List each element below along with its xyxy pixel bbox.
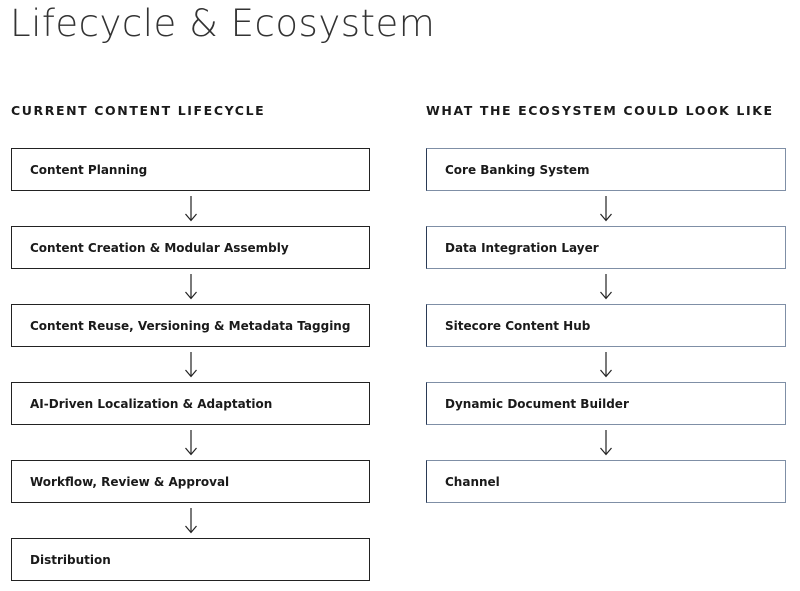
ecosystem-step-data-integration: Data Integration Layer (426, 226, 786, 269)
ecosystem-connector (426, 425, 786, 460)
lifecycle-connector (11, 191, 370, 226)
arrow-down-icon (184, 352, 197, 378)
ecosystem-step-dynamic-document-builder: Dynamic Document Builder (426, 382, 786, 425)
ecosystem-column: WHAT THE ECOSYSTEM COULD LOOK LIKE Core … (426, 102, 786, 503)
page-title: Lifecycle & Ecosystem (10, 2, 436, 45)
arrow-down-icon (184, 508, 197, 534)
arrow-down-icon (184, 430, 197, 456)
lifecycle-step-ai-localization: AI-Driven Localization & Adaptation (11, 382, 370, 425)
lifecycle-step-workflow-review: Workflow, Review & Approval (11, 460, 370, 503)
arrow-down-icon (600, 196, 612, 222)
ecosystem-connector (426, 347, 786, 382)
arrow-down-icon (184, 274, 197, 300)
lifecycle-heading: CURRENT CONTENT LIFECYCLE (11, 103, 266, 118)
lifecycle-step-content-reuse: Content Reuse, Versioning & Metadata Tag… (11, 304, 370, 347)
arrow-down-icon (184, 196, 197, 222)
lifecycle-flow: Content Planning Content Creation & Modu… (11, 148, 370, 581)
lifecycle-connector (11, 347, 370, 382)
lifecycle-step-content-planning: Content Planning (11, 148, 370, 191)
ecosystem-flow: Core Banking System Data Integration Lay… (426, 148, 786, 503)
ecosystem-step-sitecore-content-hub: Sitecore Content Hub (426, 304, 786, 347)
ecosystem-connector (426, 269, 786, 304)
ecosystem-step-channel: Channel (426, 460, 786, 503)
lifecycle-step-distribution: Distribution (11, 538, 370, 581)
lifecycle-connector (11, 425, 370, 460)
lifecycle-step-content-creation: Content Creation & Modular Assembly (11, 226, 370, 269)
lifecycle-connector (11, 503, 370, 538)
ecosystem-connector (426, 191, 786, 226)
arrow-down-icon (600, 274, 612, 300)
ecosystem-heading: WHAT THE ECOSYSTEM COULD LOOK LIKE (426, 103, 774, 118)
arrow-down-icon (600, 430, 612, 456)
ecosystem-step-core-banking: Core Banking System (426, 148, 786, 191)
lifecycle-connector (11, 269, 370, 304)
lifecycle-column: CURRENT CONTENT LIFECYCLE Content Planni… (11, 102, 370, 581)
arrow-down-icon (600, 352, 612, 378)
